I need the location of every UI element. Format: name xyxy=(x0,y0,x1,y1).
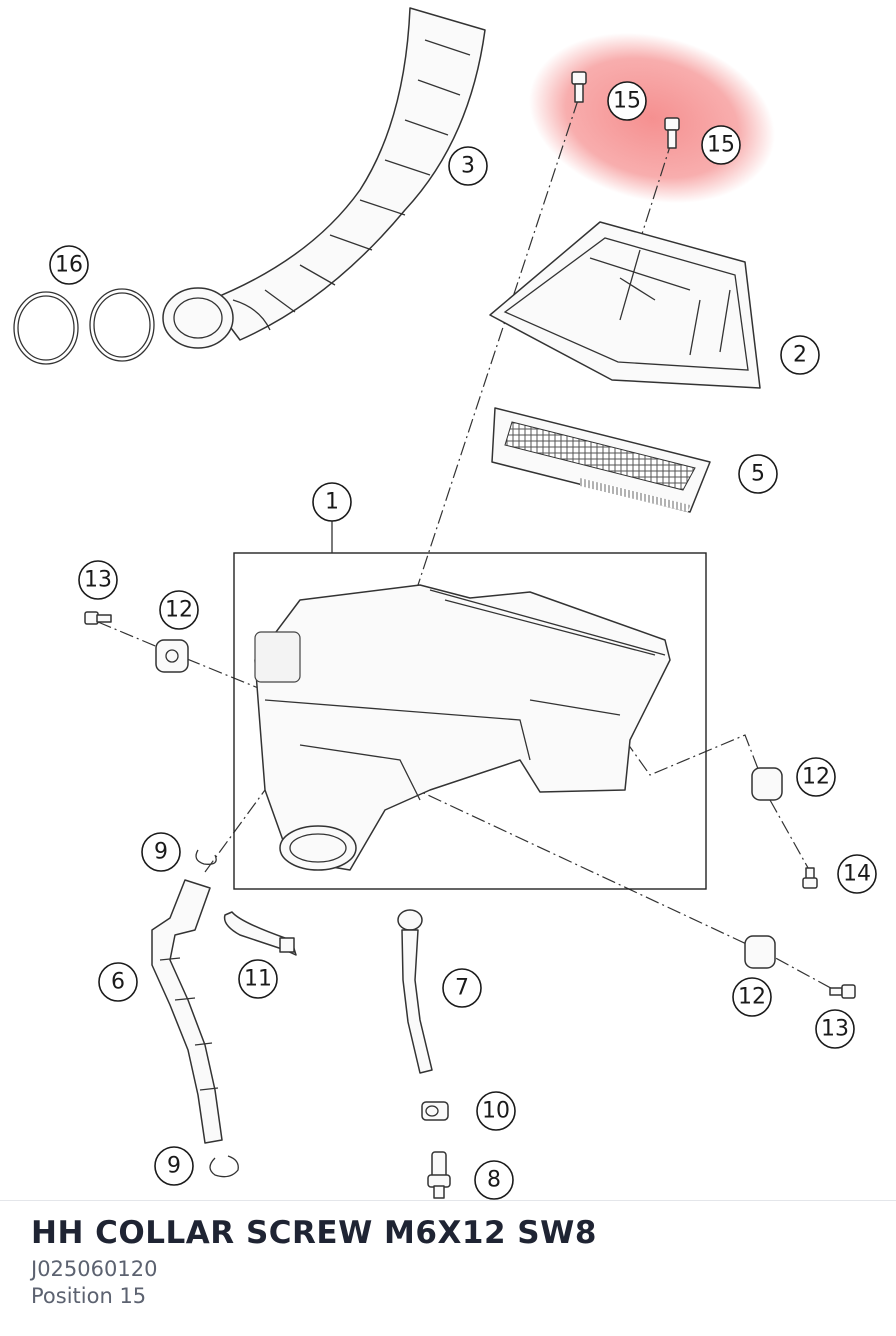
svg-text:12: 12 xyxy=(802,765,830,790)
svg-text:12: 12 xyxy=(165,598,193,623)
hose-clamp-9-lower xyxy=(209,1155,239,1178)
svg-text:14: 14 xyxy=(843,862,871,887)
svg-text:6: 6 xyxy=(111,970,125,995)
callout-13-right[interactable]: 13 xyxy=(815,1009,855,1049)
air-filter xyxy=(491,407,711,513)
band-clamp xyxy=(223,911,297,956)
intake-boot xyxy=(162,7,486,349)
svg-text:13: 13 xyxy=(84,568,112,593)
airbox-housing xyxy=(254,584,671,871)
assembly-lines xyxy=(97,99,841,994)
callout-12-left[interactable]: 12 xyxy=(159,590,199,630)
callout-1[interactable]: 1 xyxy=(312,482,352,522)
svg-text:13: 13 xyxy=(821,1017,849,1042)
callout-11[interactable]: 11 xyxy=(238,959,278,999)
callout-13-left[interactable]: 13 xyxy=(78,560,118,600)
screw-14 xyxy=(802,867,818,889)
airbox-cover xyxy=(489,221,761,389)
collar-screw-15-a xyxy=(571,71,587,103)
callout-10[interactable]: 10 xyxy=(476,1091,516,1131)
o-rings xyxy=(13,288,155,365)
screw-13-right xyxy=(829,984,856,999)
svg-text:1: 1 xyxy=(325,490,339,515)
svg-text:9: 9 xyxy=(154,840,168,865)
svg-text:11: 11 xyxy=(244,967,272,992)
highlight-position-15 xyxy=(529,32,775,204)
svg-text:5: 5 xyxy=(751,462,765,487)
svg-text:7: 7 xyxy=(455,976,469,1001)
callout-5[interactable]: 5 xyxy=(738,454,778,494)
collar-screw-15-b xyxy=(664,117,680,149)
callout-12-right-lower[interactable]: 12 xyxy=(732,977,772,1017)
breather-hose xyxy=(397,909,433,1074)
hose-clamp-9-upper xyxy=(195,849,217,865)
callout-2[interactable]: 2 xyxy=(780,335,820,375)
callout-7[interactable]: 7 xyxy=(442,968,482,1008)
svg-text:16: 16 xyxy=(55,253,83,278)
grommet-12-right-upper xyxy=(751,767,783,801)
callout-14[interactable]: 14 xyxy=(837,854,877,894)
callout-9-lower[interactable]: 9 xyxy=(154,1146,194,1186)
part-position: Position 15 xyxy=(31,1284,147,1308)
svg-text:15: 15 xyxy=(707,133,735,158)
callout-9-upper[interactable]: 9 xyxy=(141,832,181,872)
callout-8[interactable]: 8 xyxy=(474,1160,514,1200)
svg-text:3: 3 xyxy=(461,154,475,179)
part-info-panel: HH COLLAR SCREW M6X12 SW8 J025060120 Pos… xyxy=(0,1200,896,1336)
callout-3[interactable]: 3 xyxy=(448,146,488,186)
svg-text:9: 9 xyxy=(167,1154,181,1179)
plug-8 xyxy=(427,1151,451,1199)
callout-16[interactable]: 16 xyxy=(49,245,89,285)
svg-text:8: 8 xyxy=(487,1168,501,1193)
hose-clip-10 xyxy=(421,1101,449,1121)
part-title: HH COLLAR SCREW M6X12 SW8 xyxy=(31,1215,597,1251)
exploded-parts-diagram: 15 15 3 16 2 5 1 13 12 12 14 9 11 6 7 12… xyxy=(13,7,877,1200)
grommet-12-right-lower xyxy=(744,935,776,969)
drain-hose xyxy=(151,879,223,1144)
grommet-12-left xyxy=(155,639,189,673)
svg-text:15: 15 xyxy=(613,89,641,114)
svg-text:12: 12 xyxy=(738,985,766,1010)
part-number: J025060120 xyxy=(31,1257,158,1281)
callout-15-b[interactable]: 15 xyxy=(701,125,741,165)
svg-text:10: 10 xyxy=(482,1099,510,1124)
callout-15-a[interactable]: 15 xyxy=(607,81,647,121)
screw-13-left xyxy=(84,611,112,625)
airbox-frame xyxy=(233,552,707,890)
callout-12-right-upper[interactable]: 12 xyxy=(796,757,836,797)
callout-6[interactable]: 6 xyxy=(98,962,138,1002)
svg-text:2: 2 xyxy=(793,343,807,368)
